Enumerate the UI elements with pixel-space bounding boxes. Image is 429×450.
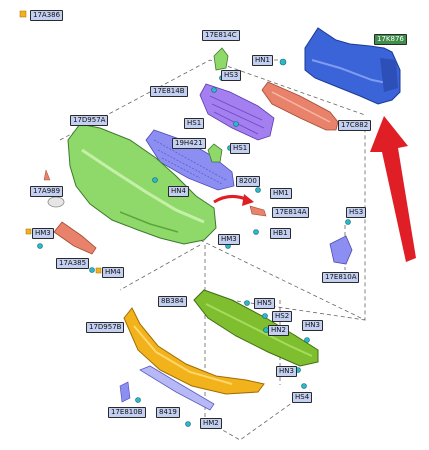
label-8200: 8200 xyxy=(236,176,260,187)
label-hs4: HS4 xyxy=(292,392,313,403)
marker-pin-17a989 xyxy=(43,169,51,181)
bracket-17e810a-part xyxy=(329,235,353,265)
lower-strip-17a385-part xyxy=(53,221,97,255)
label-17e814c: 17E814C xyxy=(202,30,240,41)
bracket-19h421-part xyxy=(207,143,223,163)
label-17a385: 17A385 xyxy=(56,258,90,269)
marker-square-17a386 xyxy=(19,10,27,18)
marker-square-hm3 xyxy=(25,228,32,235)
lower-absorber-part xyxy=(193,289,319,367)
reinforcement-beam-part xyxy=(304,27,401,105)
label-hn3-lower: HN3 xyxy=(276,366,297,377)
label-17d957b: 17D957B xyxy=(86,322,125,333)
label-19h421: 19H421 xyxy=(172,138,206,149)
energy-absorber-part xyxy=(261,81,339,131)
label-hm2: HM2 xyxy=(200,418,222,429)
marker-square-hm4 xyxy=(95,267,102,274)
label-17d957a: 17D957A xyxy=(70,115,109,126)
bracket-17e814a-part xyxy=(249,205,267,217)
label-hs3-top: HS3 xyxy=(221,70,242,81)
label-17a989: 17A989 xyxy=(30,186,64,197)
label-hm4: HM4 xyxy=(102,267,124,278)
bumper-cover-part xyxy=(67,123,217,245)
trim-strip-8419-part xyxy=(139,365,215,411)
label-hs2: HS2 xyxy=(272,311,293,322)
label-hs1-upper: HS1 xyxy=(184,118,205,129)
label-8b384: 8B384 xyxy=(158,296,187,307)
label-17a386: 17A386 xyxy=(30,10,64,21)
label-hs3-right: HS3 xyxy=(346,207,367,218)
lower-grille-part xyxy=(145,129,235,191)
label-hm3-middle: HM3 xyxy=(218,234,240,245)
label-17e810a: 17E810A xyxy=(322,272,360,283)
label-hb1: HB1 xyxy=(270,228,291,239)
label-17e814b: 17E814B xyxy=(150,86,188,97)
bracket-17e810b-part xyxy=(119,381,131,403)
fastener-clips xyxy=(37,58,351,427)
lower-cover-part xyxy=(123,307,265,395)
label-17e810b: 17E810B xyxy=(108,407,146,418)
label-17c882: 17C882 xyxy=(338,120,372,131)
label-hn5: HN5 xyxy=(254,298,275,309)
label-hn3-upper: HN3 xyxy=(302,320,323,331)
label-hm1: HM1 xyxy=(270,188,292,199)
label-17e814a: 17E814A xyxy=(272,207,310,218)
label-17k876: 17K876 xyxy=(374,34,407,45)
fog-lamp-cover-part xyxy=(47,196,65,208)
bracket-17e814c-part xyxy=(213,47,229,71)
label-hn4: HN4 xyxy=(168,186,189,197)
label-8419: 8419 xyxy=(156,407,180,418)
label-hm3-left: HM3 xyxy=(32,228,54,239)
label-hn1: HN1 xyxy=(252,55,273,66)
label-hs1-lower: HS1 xyxy=(230,143,251,154)
label-hn2: HN2 xyxy=(268,325,289,336)
upper-grille-part xyxy=(199,83,275,141)
large-direction-arrow xyxy=(370,116,416,262)
